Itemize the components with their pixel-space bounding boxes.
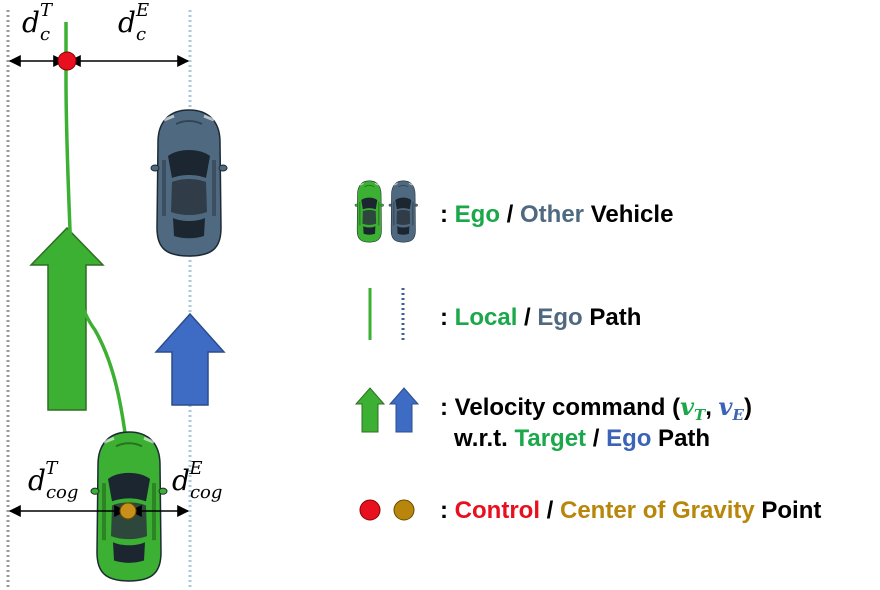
green-arrow-icon (354, 387, 386, 433)
red-point-icon (359, 499, 381, 521)
ego-velocity-arrow (154, 312, 226, 406)
local-path-line (64, 22, 128, 441)
legend-vehicle: : Ego / Other Vehicle (440, 201, 673, 228)
dcog-target-label: dcogT (28, 458, 78, 503)
gold-point-icon (393, 499, 415, 521)
legend-velocity-line2: w.r.t. Target / Ego Path (453, 425, 710, 452)
dcog-ego-label: dcogE (172, 458, 222, 503)
dc-ego-label: dcE (118, 0, 149, 45)
cog-point-marker (119, 502, 137, 520)
other-vehicle-icon (149, 108, 229, 258)
legend-velocity-line1: : Velocity command (vT, vE) (440, 392, 752, 424)
control-point-marker (57, 51, 77, 71)
dc-target-label: dcT (22, 0, 54, 45)
blue-arrow-icon (388, 387, 420, 433)
legend-path: : Local / Ego Path (440, 304, 641, 331)
target-velocity-arrow (29, 226, 105, 411)
legend-points: : Control / Center of Gravity Point (440, 497, 821, 524)
green-car-icon (354, 180, 385, 243)
grey-car-icon (388, 180, 419, 243)
